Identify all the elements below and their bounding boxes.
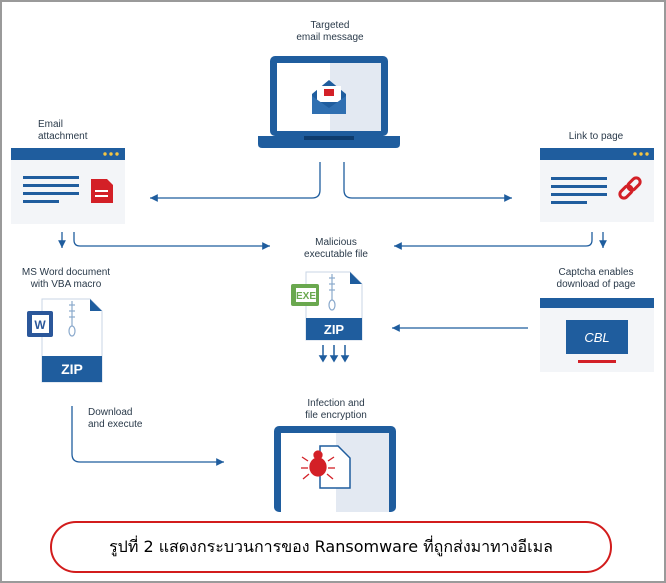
- exe-zip-icon: EXE ZIP: [291, 271, 363, 341]
- zip-left-label: ZIP: [61, 361, 83, 377]
- figure-caption: รูปที่ 2 แสดงกระบวนการของ Ransomware ที่…: [109, 536, 553, 556]
- envelope-icon: [312, 80, 346, 114]
- label-targeted-email: Targeted email message: [296, 20, 364, 43]
- label-ms-word: MS Word document with VBA macro: [21, 267, 111, 290]
- label-link-to-page: Link to page: [568, 131, 624, 142]
- exe-label: EXE: [296, 291, 316, 302]
- captcha-text: CBL: [584, 330, 609, 345]
- laptop-infection-icon: [274, 426, 396, 512]
- label-download-execute: Download and execute: [88, 407, 143, 430]
- virus-bug-icon: [301, 450, 335, 480]
- link-page-window-icon: [540, 148, 654, 222]
- captcha-window-icon: CBL: [540, 298, 654, 372]
- zip-center-label: ZIP: [324, 322, 345, 337]
- label-infection: Infection and file encryption: [305, 398, 367, 421]
- word-zip-icon: W ZIP: [27, 298, 103, 383]
- label-email-attachment: Email attachment: [38, 119, 88, 142]
- caption-box: รูปที่ 2 แสดงกระบวนการของ Ransomware ที่…: [50, 521, 612, 573]
- flow-arrows: [58, 162, 607, 466]
- word-label: W: [34, 318, 46, 332]
- chain-link-icon: [618, 176, 642, 200]
- email-attachment-window-icon: [11, 148, 125, 224]
- laptop-email-icon: [258, 56, 400, 148]
- label-malicious-file: Malicious executable file: [304, 237, 368, 260]
- label-captcha: Captcha enables download of page: [556, 267, 636, 290]
- down-arrows-icon: [318, 345, 350, 363]
